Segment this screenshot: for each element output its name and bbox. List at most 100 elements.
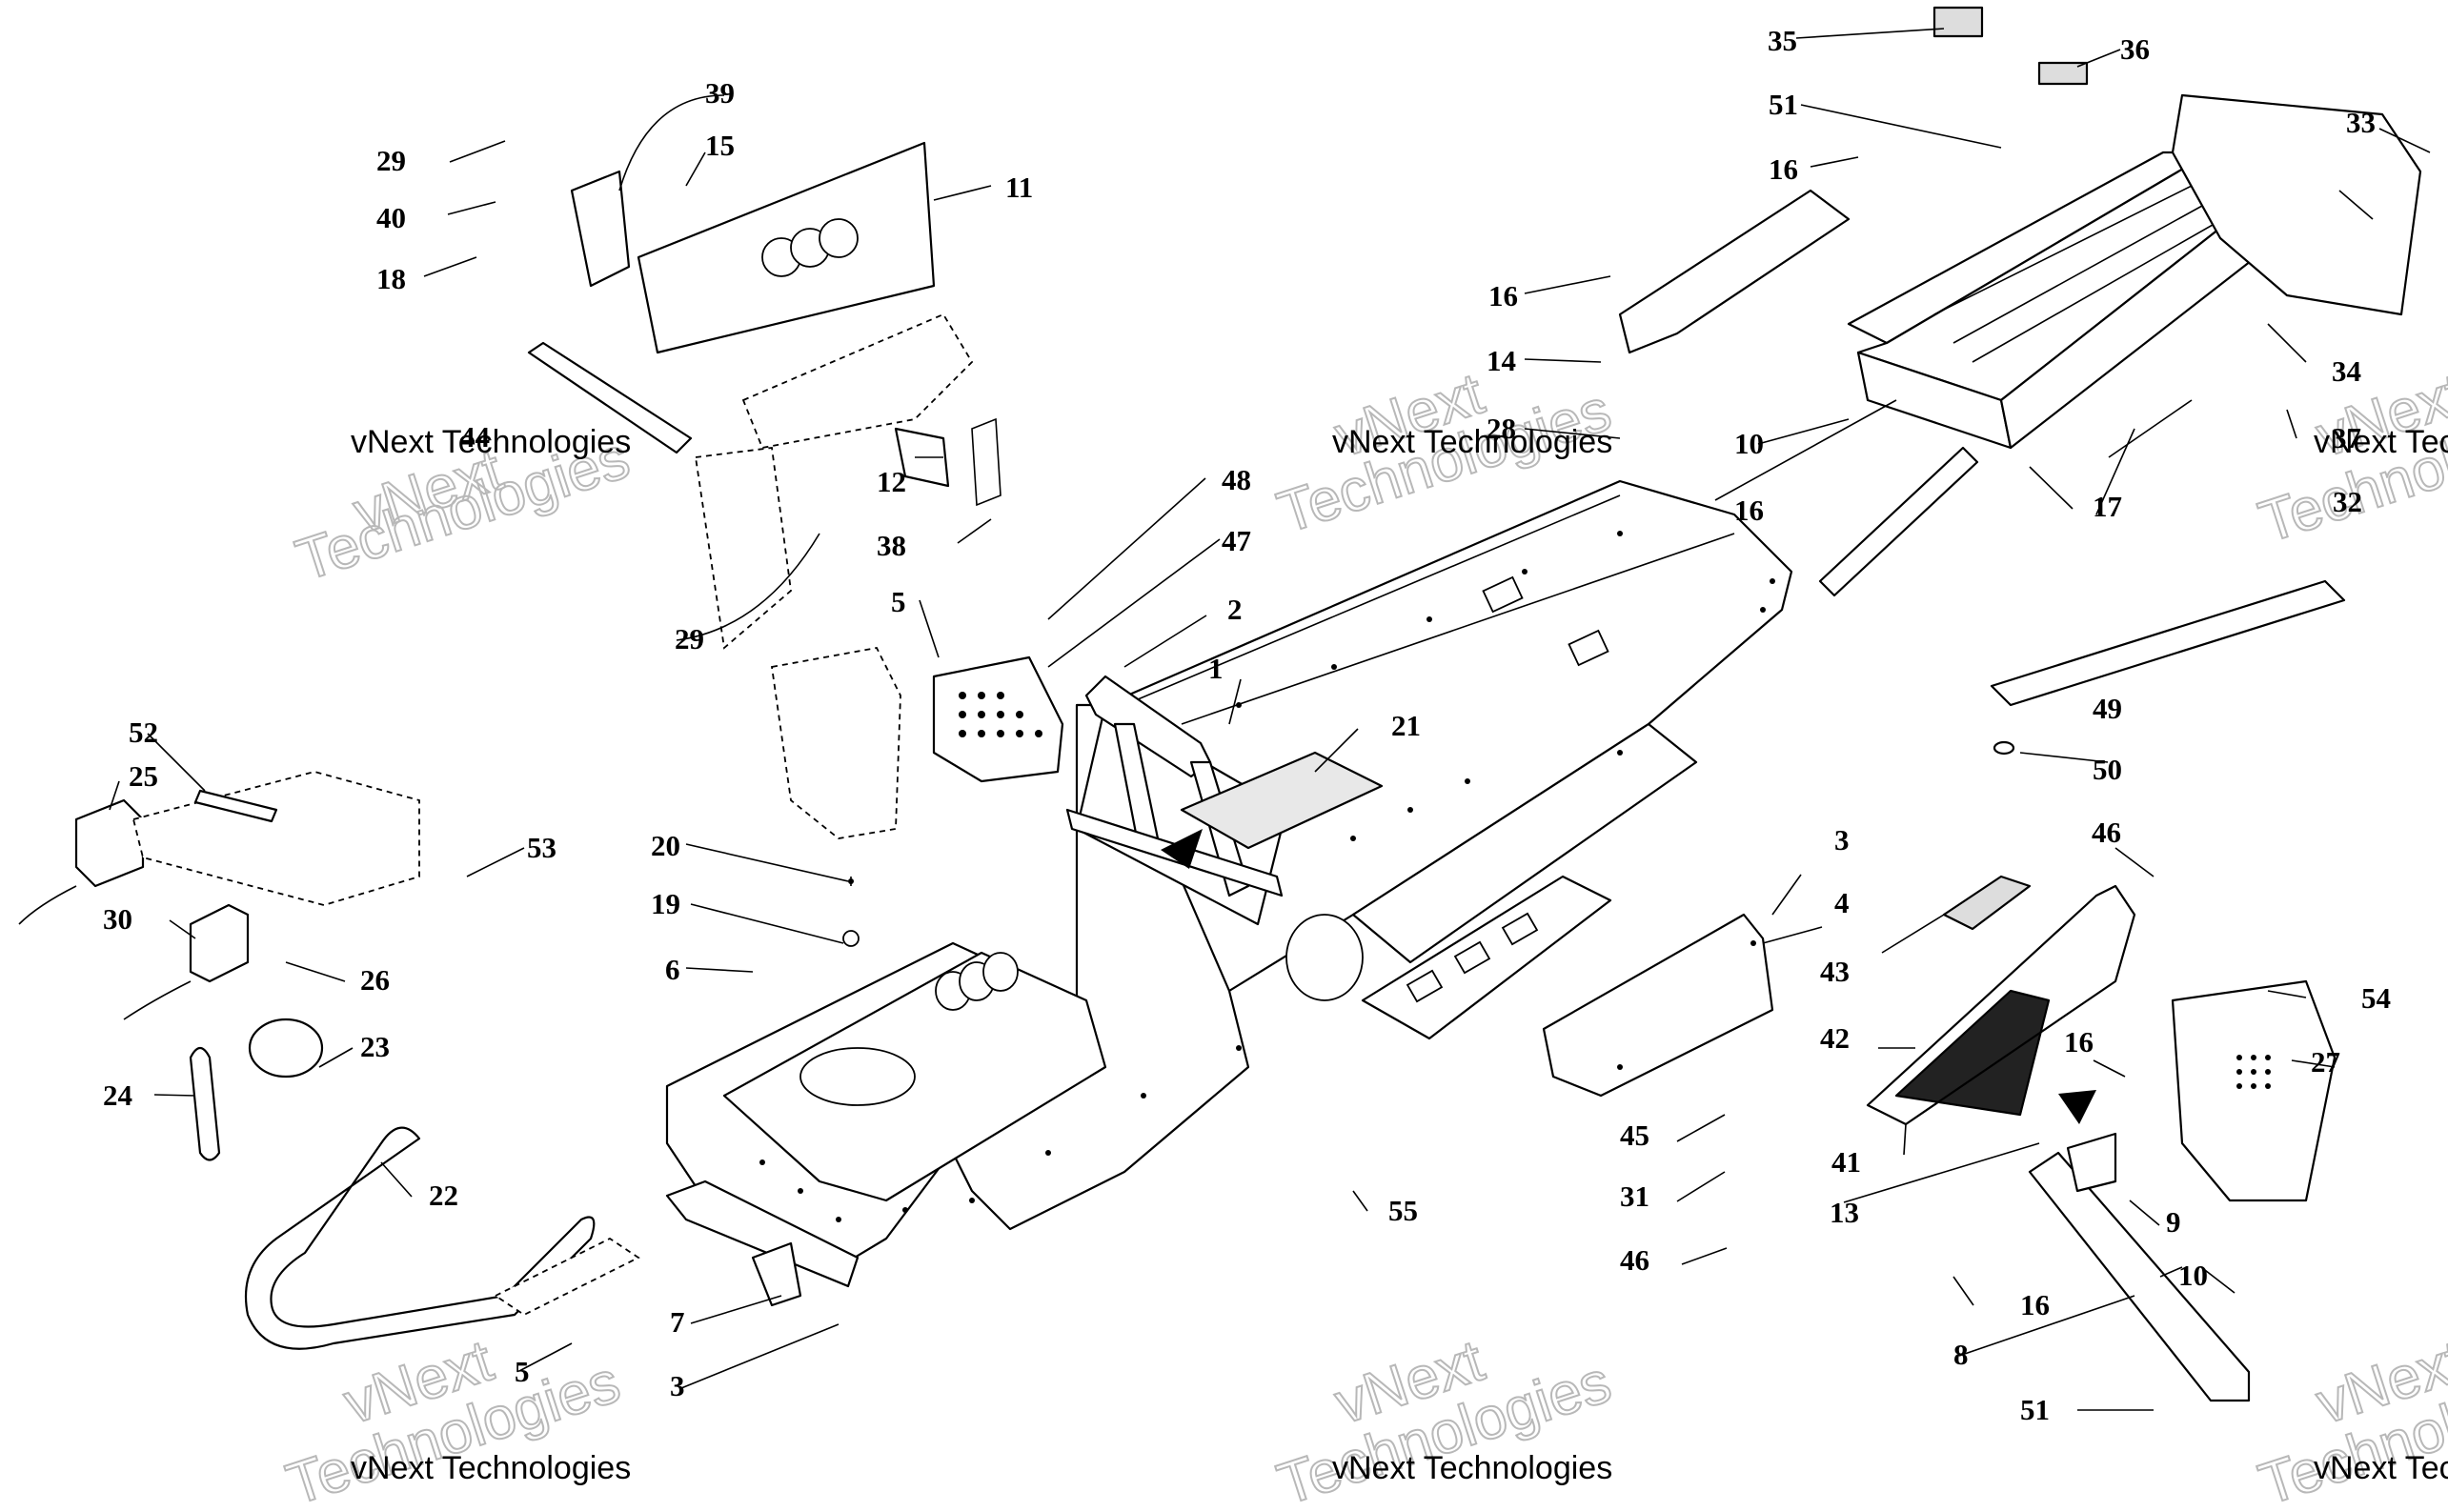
callout-27: 27 [2311, 1045, 2340, 1079]
shaft-44 [527, 341, 693, 454]
callout-8: 8 [1953, 1338, 1969, 1371]
callout-16: 16 [2064, 1025, 2094, 1058]
callout-32: 32 [2333, 485, 2362, 518]
watermark-small: vNext Technologies [1332, 424, 1612, 460]
callout-29: 29 [376, 144, 406, 177]
callout-23: 23 [360, 1030, 390, 1063]
callout-53: 53 [527, 831, 556, 864]
callout-36: 36 [2120, 32, 2150, 66]
callout-30: 30 [103, 902, 132, 936]
callout-26: 26 [360, 963, 390, 997]
callout-47: 47 [1222, 524, 1251, 557]
callout-1: 1 [1208, 652, 1224, 685]
callout-35: 35 [1768, 24, 1797, 57]
plate-52 [132, 771, 420, 906]
chassis-frame [665, 479, 1793, 1269]
callout-5: 5 [891, 585, 906, 618]
callout-55: 55 [1388, 1194, 1418, 1227]
callout-10: 10 [1734, 427, 1764, 460]
callout-7: 7 [670, 1305, 685, 1339]
rear-bar-49 [1990, 579, 2346, 756]
running-board-4 [1542, 913, 1774, 1098]
callout-16: 16 [1769, 152, 1798, 186]
strap-24 [189, 1046, 221, 1161]
running-board [1361, 875, 1612, 1040]
callout-22: 22 [429, 1179, 458, 1212]
watermark-small: vNext Technologies [2314, 1450, 2448, 1486]
grid-holes [2236, 1055, 2271, 1089]
steering-bracket-11 [637, 141, 1001, 650]
callout-46: 46 [1620, 1243, 1649, 1277]
callout-37: 37 [2332, 421, 2361, 454]
regulator-26 [123, 903, 250, 1020]
callout-21: 21 [1391, 709, 1421, 742]
decal-35 [1932, 6, 1984, 38]
callout-51: 51 [1769, 88, 1798, 121]
callout-54: 54 [2361, 981, 2391, 1015]
rail-14 [1618, 189, 1851, 354]
bracket-7 [665, 1179, 860, 1307]
front-loop-22 [244, 1126, 640, 1350]
callout-16: 16 [1734, 494, 1764, 527]
grid-holes [959, 692, 1042, 737]
watermark-small: vNext Technologies [1332, 1450, 1612, 1486]
callout-49: 49 [2093, 692, 2122, 725]
callout-50: 50 [2093, 753, 2122, 786]
mat-21 [1180, 751, 1384, 850]
callout-40: 40 [376, 201, 406, 234]
decal-36 [2037, 61, 2089, 86]
leader-lines [109, 28, 2431, 1411]
callout-14: 14 [1487, 344, 1516, 377]
callout-48: 48 [1222, 463, 1251, 496]
callout-3: 3 [670, 1369, 685, 1402]
callout-4: 4 [1834, 886, 1850, 919]
callout-45: 45 [1620, 1119, 1649, 1152]
callout-44: 44 [460, 420, 490, 454]
callout-46: 46 [2092, 816, 2121, 849]
rear-rack-17 [1847, 151, 2270, 450]
callout-10: 10 [2178, 1259, 2208, 1292]
callout-34: 34 [2332, 354, 2361, 388]
callout-39: 39 [705, 76, 735, 110]
watermarks: vNext Technologies vNext Technologies vN… [278, 360, 2448, 1512]
guard-48 [770, 646, 1064, 839]
callout-19: 19 [651, 887, 680, 920]
snow-flap-32 [2171, 93, 2422, 316]
callout-52: 52 [129, 716, 158, 749]
bracket-19 [842, 877, 860, 947]
vent-cover-42 [1894, 989, 2051, 1117]
callout-24: 24 [103, 1079, 132, 1112]
watermark-small: vNext Technologies [351, 1450, 631, 1486]
arrow-marker [2058, 1090, 2096, 1124]
watermark-small: vNext Technologies [351, 424, 631, 460]
callouts: 1 2 3 3 4 5 5 6 7 8 9 10 10 11 12 13 14 … [103, 24, 2391, 1426]
callout-42: 42 [1820, 1021, 1850, 1055]
callout-18: 18 [376, 262, 406, 295]
decal-43 [1942, 875, 2032, 931]
callout-51: 51 [2020, 1393, 2050, 1426]
guard-27 [2171, 979, 2337, 1202]
callout-3: 3 [1834, 823, 1850, 857]
callout-12: 12 [877, 465, 906, 498]
callout-11: 11 [1005, 171, 1033, 204]
rear-tube [1818, 446, 1979, 597]
callout-38: 38 [877, 529, 906, 562]
electrical-box-25 [18, 798, 145, 925]
callout-41: 41 [1831, 1145, 1861, 1179]
callout-2: 2 [1227, 593, 1243, 626]
callout-43: 43 [1820, 955, 1850, 988]
watermark-small: vNext Technologies [2314, 424, 2448, 460]
callout-9: 9 [2166, 1205, 2181, 1239]
callout-29: 29 [675, 622, 704, 655]
callout-20: 20 [651, 829, 680, 862]
callout-13: 13 [1830, 1196, 1859, 1229]
callout-16: 16 [2020, 1288, 2050, 1321]
rivet-holes [759, 531, 1775, 1222]
arrow-marker [1161, 829, 1203, 869]
callout-28: 28 [1487, 412, 1516, 445]
callout-17: 17 [2093, 490, 2122, 523]
callout-16: 16 [1488, 279, 1518, 312]
callout-31: 31 [1620, 1179, 1649, 1213]
callout-6: 6 [665, 953, 680, 986]
